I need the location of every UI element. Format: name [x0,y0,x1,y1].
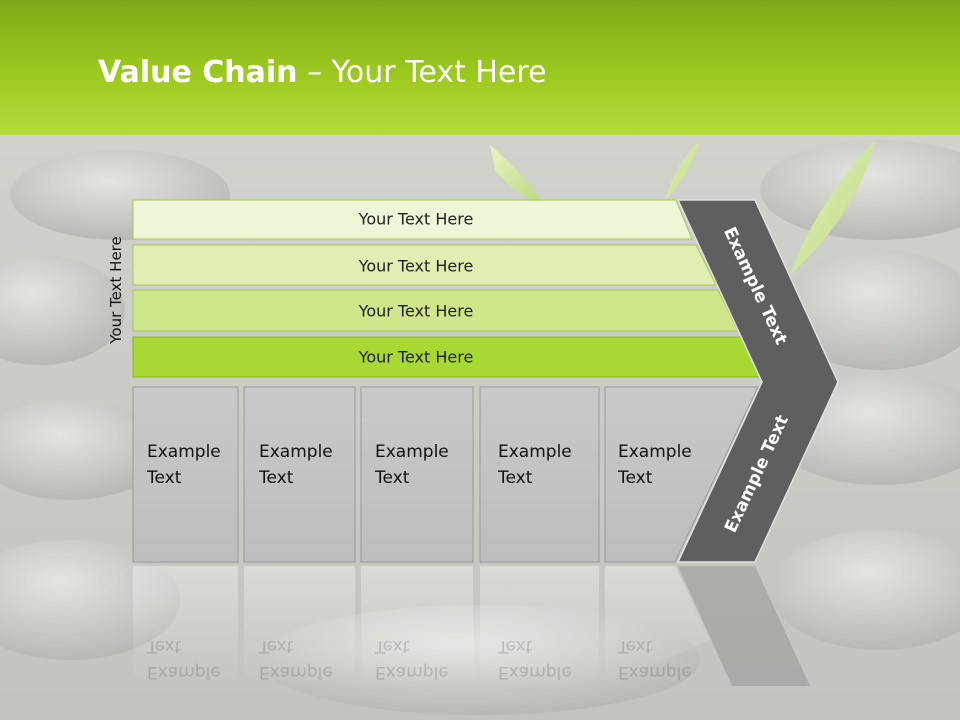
band-2-label: Your Text Here [358,256,474,276]
cell-3-reflection [361,566,473,686]
cell-4-line2: Text [498,468,533,488]
band-1-label: Your Text Here [358,209,474,229]
band-3-label: Your Text Here [358,301,474,321]
band-1 [132,199,693,240]
cell-2-line1: Example [259,442,333,462]
cell-3 [360,386,474,563]
cell-1-line1: Example [147,442,221,462]
page-title: Value Chain – Your Text Here [98,55,547,90]
cell-3-line2: Text [375,468,410,488]
cell-2-reflect-line2: Text [259,636,294,656]
cell-5-line2: Text [618,468,653,488]
band-2 [132,244,717,286]
cell-2-line2: Text [259,468,294,488]
cell-3-label: Example Text [375,439,475,491]
cell-4-label: Example Text [498,439,598,491]
cell-1-label-reflection: Example Text [147,633,247,685]
cell-4-reflect-line2: Text [498,636,533,656]
cell-4-line1: Example [498,442,572,462]
band-4-label: Your Text Here [358,347,474,367]
cell-4-reflection [480,566,599,686]
cell-3-reflect-line1: Example [375,662,449,682]
cell-3-reflect-line2: Text [375,636,410,656]
title-subtitle: – Your Text Here [297,55,547,90]
cell-5-label: Example Text [618,439,718,491]
cell-1 [132,386,239,563]
cell-2-reflect-line1: Example [259,662,333,682]
cell-1-reflection [133,566,238,686]
cell-2-reflection [244,566,355,686]
cell-1-label: Example Text [147,439,247,491]
cell-5-label-reflection: Example Text [618,633,718,685]
side-label: Your Text Here [107,236,125,344]
cell-5 [604,386,759,563]
chevron-arrow [676,199,839,563]
chevron-reflection [678,566,810,686]
cell-4-label-reflection: Example Text [498,633,598,685]
cell-5-reflection [605,566,710,686]
cell-1-reflect-line2: Text [147,636,182,656]
cell-3-line1: Example [375,442,449,462]
cell-4-reflect-line1: Example [498,662,572,682]
header-bar [0,0,960,135]
cell-2 [243,386,356,563]
cell-2-label-reflection: Example Text [259,633,359,685]
cell-4 [479,386,600,563]
cell-1-line2: Text [147,468,182,488]
cell-2-label: Example Text [259,439,359,491]
cell-5-line1: Example [618,442,692,462]
cell-1-reflect-line1: Example [147,662,221,682]
cell-5-reflect-line2: Text [618,636,653,656]
cell-5-reflect-line1: Example [618,662,692,682]
cell-3-label-reflection: Example Text [375,633,475,685]
title-main: Value Chain [98,55,298,90]
